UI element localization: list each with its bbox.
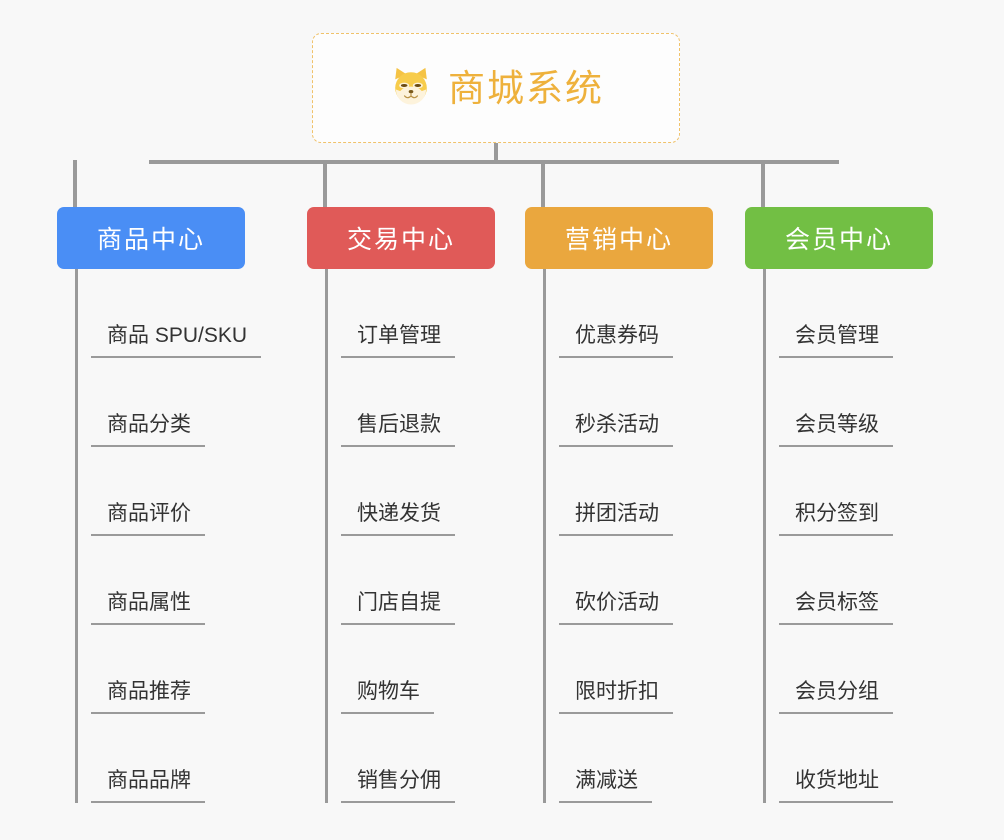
leaf-item-label: 商品评价: [91, 502, 205, 536]
leaf-item[interactable]: 商品 SPU/SKU: [75, 269, 262, 358]
category-branch-1: 商品 SPU/SKU 商品分类商品评价商品属性商品推荐商品品牌: [75, 269, 262, 803]
leaf-item-label: 商品推荐: [91, 680, 205, 714]
category-header-4[interactable]: 会员中心: [745, 207, 933, 269]
leaf-item[interactable]: 收货地址: [763, 714, 933, 803]
category-branch-2: 订单管理售后退款快递发货门店自提购物车销售分佣: [325, 269, 495, 803]
leaf-item-label: 优惠券码: [559, 324, 673, 358]
leaf-item[interactable]: 门店自提: [325, 536, 495, 625]
category-label: 营销中心: [564, 226, 673, 254]
leaf-item[interactable]: 订单管理: [325, 269, 495, 358]
leaf-item[interactable]: 优惠券码: [543, 269, 713, 358]
leaf-item-label: 门店自提: [341, 591, 455, 625]
leaf-item-label: 商品分类: [91, 413, 205, 447]
branch-spine: [763, 269, 766, 803]
leaf-item-label: 订单管理: [341, 324, 455, 358]
leaf-item[interactable]: 会员分组: [763, 625, 933, 714]
category-label: 交易中心: [346, 226, 455, 254]
leaf-item-label: 砍价活动: [559, 591, 673, 625]
leaf-item[interactable]: 销售分佣: [325, 714, 495, 803]
category-column-4: 会员中心会员管理会员等级积分签到会员标签会员分组收货地址: [745, 207, 933, 803]
leaf-item[interactable]: 砍价活动: [543, 536, 713, 625]
leaf-item-label: 商品品牌: [91, 769, 205, 803]
leaf-item[interactable]: 购物车: [325, 625, 495, 714]
leaf-item[interactable]: 会员管理: [763, 269, 933, 358]
branch-spine: [543, 269, 546, 803]
category-drop-connector-2: [323, 160, 327, 207]
leaf-item-label: 销售分佣: [341, 769, 455, 803]
root-title: 商城系统: [448, 67, 604, 109]
leaf-item[interactable]: 商品分类: [75, 358, 245, 447]
root-node[interactable]: 商城系统: [312, 33, 680, 143]
leaf-item-label: 售后退款: [341, 413, 455, 447]
leaf-item[interactable]: 拼团活动: [543, 447, 713, 536]
category-column-2: 交易中心订单管理售后退款快递发货门店自提购物车销售分佣: [307, 207, 495, 803]
leaf-item[interactable]: 秒杀活动: [543, 358, 713, 447]
leaf-item[interactable]: 满减送: [543, 714, 713, 803]
category-header-1[interactable]: 商品中心: [57, 207, 245, 269]
category-column-3: 营销中心优惠券码秒杀活动拼团活动砍价活动限时折扣满减送: [525, 207, 713, 803]
leaf-item-label: 商品属性: [91, 591, 205, 625]
leaf-item-label: 商品 SPU/SKU: [91, 324, 262, 358]
category-header-3[interactable]: 营销中心: [525, 207, 713, 269]
category-drop-connector-4: [761, 160, 765, 207]
leaf-item-label: 会员分组: [779, 680, 893, 714]
category-branch-4: 会员管理会员等级积分签到会员标签会员分组收货地址: [763, 269, 933, 803]
leaf-item-label: 秒杀活动: [559, 413, 673, 447]
category-drop-connector-3: [541, 160, 545, 207]
leaf-item-label: 积分签到: [779, 502, 893, 536]
leaf-item-label: 拼团活动: [559, 502, 673, 536]
leaf-item[interactable]: 快递发货: [325, 447, 495, 536]
category-bus-connector: [149, 160, 839, 164]
leaf-item-label: 会员管理: [779, 324, 893, 358]
category-label: 商品中心: [96, 226, 205, 254]
shiba-dog-face-icon: [395, 67, 427, 105]
leaf-item-label: 限时折扣: [559, 680, 673, 714]
leaf-item-label: 会员标签: [779, 591, 893, 625]
leaf-item[interactable]: 商品属性: [75, 536, 245, 625]
branch-spine: [325, 269, 328, 803]
leaf-item[interactable]: 积分签到: [763, 447, 933, 536]
category-drop-connector-1: [73, 160, 77, 207]
category-column-1: 商品中心商品 SPU/SKU 商品分类商品评价商品属性商品推荐商品品牌: [57, 207, 262, 803]
leaf-item-label: 快递发货: [341, 502, 455, 536]
leaf-item[interactable]: 商品品牌: [75, 714, 245, 803]
leaf-item[interactable]: 会员等级: [763, 358, 933, 447]
leaf-item-label: 购物车: [341, 680, 434, 714]
leaf-item[interactable]: 限时折扣: [543, 625, 713, 714]
branch-spine: [75, 269, 78, 803]
leaf-item-label: 收货地址: [779, 769, 893, 803]
leaf-item-label: 会员等级: [779, 413, 893, 447]
root-trunk-connector: [494, 143, 498, 164]
leaf-item[interactable]: 售后退款: [325, 358, 495, 447]
category-header-2[interactable]: 交易中心: [307, 207, 495, 269]
leaf-item[interactable]: 商品推荐: [75, 625, 245, 714]
leaf-item[interactable]: 会员标签: [763, 536, 933, 625]
leaf-item-label: 满减送: [559, 769, 652, 803]
category-label: 会员中心: [784, 226, 893, 254]
leaf-item[interactable]: 商品评价: [75, 447, 245, 536]
category-branch-3: 优惠券码秒杀活动拼团活动砍价活动限时折扣满减送: [543, 269, 713, 803]
